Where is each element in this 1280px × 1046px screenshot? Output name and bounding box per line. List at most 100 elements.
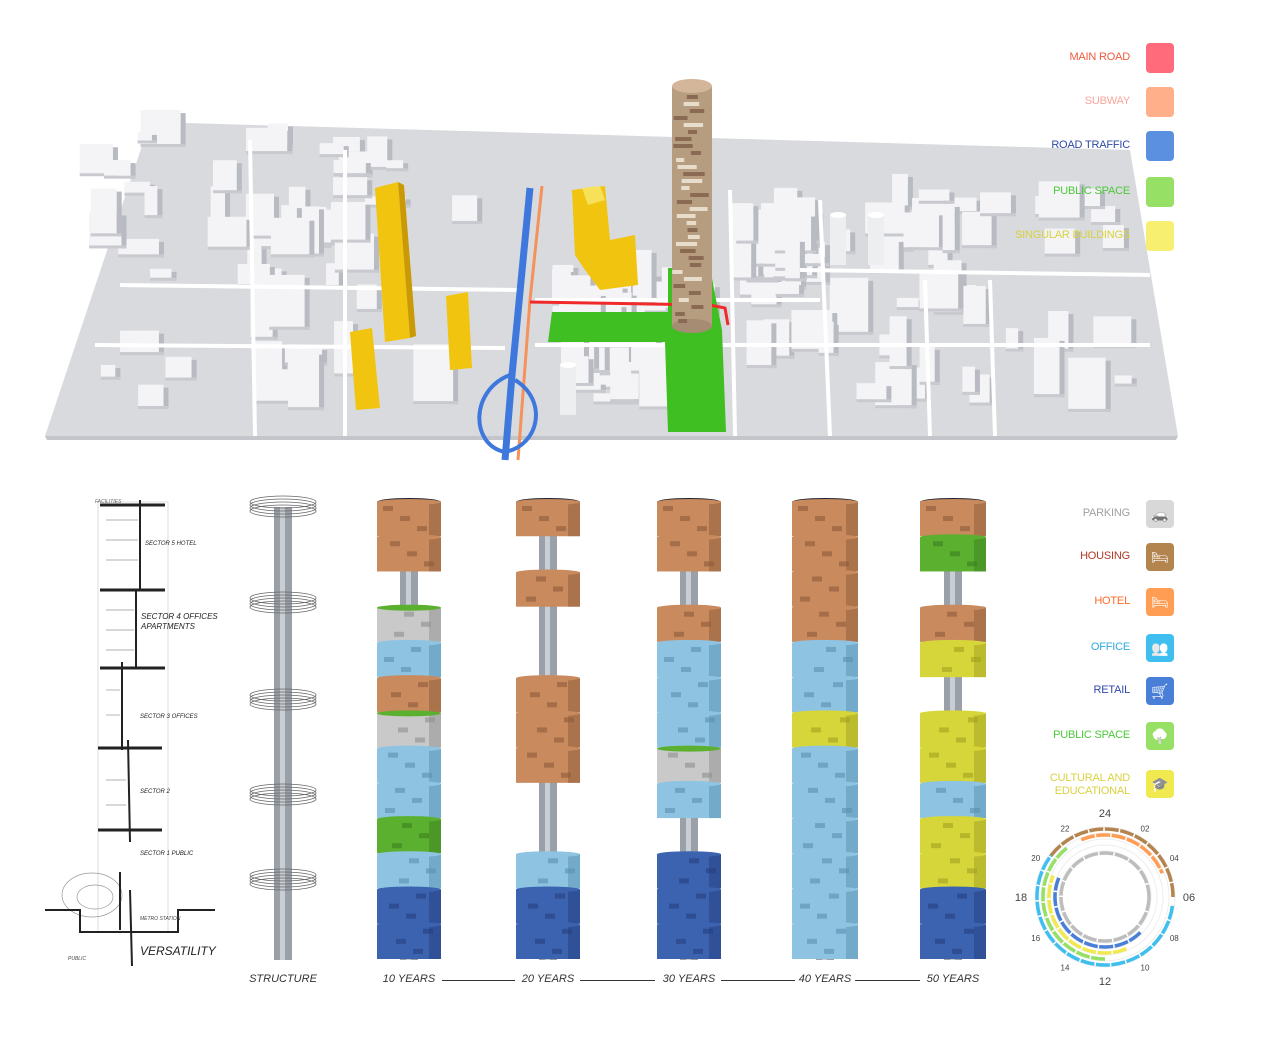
- city-building: [889, 316, 912, 370]
- tower-label: STRUCTURE: [249, 973, 317, 985]
- tower-50-years: [920, 498, 986, 960]
- city-building: [118, 238, 164, 258]
- tower-30-years: [657, 498, 721, 960]
- program-swatch-housing: 🛏: [1146, 543, 1174, 571]
- tower-facade-band: [676, 158, 685, 162]
- tower-facade-band: [688, 256, 704, 260]
- city-building: [165, 356, 197, 381]
- road-interchange: [477, 373, 538, 455]
- tower-segment-housing: [516, 499, 580, 537]
- tower-facade-band: [676, 214, 696, 218]
- tower-segment-cultural: [920, 851, 986, 889]
- tower-segment-office: [657, 675, 721, 713]
- tower-segment-office: [657, 710, 721, 748]
- tower-facade-band: [683, 172, 705, 176]
- bed-icon: 🛏: [1151, 548, 1169, 565]
- cylinder-building: [868, 212, 884, 265]
- city-building: [120, 330, 164, 356]
- structure-ring: [249, 792, 317, 806]
- city-building: [962, 366, 980, 395]
- handshake-icon: 👥: [1151, 639, 1169, 656]
- city-building: [150, 268, 177, 281]
- tower-facade-band: [677, 165, 697, 169]
- structure-ring: [249, 501, 317, 515]
- tower-segment-housing: [516, 710, 580, 748]
- tower-segment-office: [792, 921, 858, 959]
- city-building: [1005, 328, 1024, 352]
- timeline-connector: [855, 980, 920, 981]
- tower-segment-office: [792, 639, 858, 678]
- program-legend-label: CULTURAL AND EDUCATIONAL: [1049, 772, 1130, 797]
- tower-label: 30 YEARS: [662, 973, 716, 985]
- clock-ring-office: [1035, 854, 1175, 967]
- clock-hour-label: 04: [1170, 854, 1179, 863]
- program-legend-label: OFFICE: [1090, 641, 1130, 653]
- tower-segment-office: [657, 639, 721, 678]
- city-building: [903, 212, 944, 251]
- program-swatch-retail: 🛒: [1146, 677, 1174, 705]
- tower-segment-housing: [657, 534, 721, 572]
- section-sketch: SECTOR 5 HOTEL SECTOR 3 OFFICES SECTOR 2…: [45, 499, 217, 967]
- city-building: [452, 195, 483, 224]
- tower-facade-band: [683, 102, 700, 106]
- tower-segment-retail: [377, 886, 441, 924]
- structure-ring: [249, 874, 317, 888]
- tower-40-years: [792, 498, 858, 960]
- tower-label: 40 YEARS: [798, 973, 852, 985]
- tower-segment-office: [377, 639, 441, 678]
- structure-ring: [249, 597, 317, 611]
- tower-facade-band: [690, 193, 709, 197]
- tower-segment-office: [792, 816, 858, 854]
- city-building: [1102, 225, 1129, 252]
- structure-ring: [249, 504, 317, 518]
- tower-segment-office: [920, 780, 986, 819]
- map-legend-label: SUBWAY: [1084, 95, 1130, 107]
- tower-segment-housing: [516, 569, 580, 607]
- city-building: [413, 344, 459, 405]
- clock-ring-hotel: [1080, 833, 1164, 874]
- city-building: [367, 136, 393, 170]
- tower-facade-band: [690, 151, 701, 155]
- city-building: [288, 351, 325, 411]
- program-swatch-cultural: 🎓: [1146, 770, 1174, 798]
- tower-segment-cultural: [792, 710, 858, 748]
- city-building: [144, 186, 163, 219]
- sketch-facilities-label: FACILITIES: [95, 499, 122, 505]
- city-building: [100, 365, 121, 380]
- tower-segment-office: [377, 851, 441, 889]
- tower-segment-housing: [377, 534, 441, 572]
- legend-swatch-main-road: [1146, 43, 1174, 73]
- tower-segment-housing: [792, 569, 858, 607]
- clock-ring-public-space: [1041, 846, 1106, 961]
- structure-ring: [249, 694, 317, 708]
- tower-segment-retail: [516, 921, 580, 959]
- tower-segment-public-space: [377, 816, 441, 854]
- program-swatch-hotel: 🛏: [1146, 588, 1174, 616]
- program-swatch-office: 👥: [1146, 634, 1174, 662]
- tower-segment-housing: [657, 499, 721, 537]
- clock-hour-label: 16: [1031, 934, 1040, 943]
- tower-facade-band: [675, 312, 685, 316]
- tower-segment-office: [377, 780, 441, 819]
- city-building: [137, 131, 157, 144]
- clock-hour-label: 12: [1099, 976, 1111, 988]
- timeline-connector: [580, 980, 655, 981]
- tower-segment-housing: [792, 604, 858, 642]
- city-building: [787, 253, 830, 267]
- city-building: [90, 188, 122, 237]
- tower-segment-retail: [516, 886, 580, 924]
- cart-icon: 🛒: [1151, 682, 1169, 699]
- tower-segment-housing: [792, 534, 858, 572]
- legend-swatch-public-space: [1146, 177, 1174, 207]
- tower-facade-band: [687, 228, 698, 232]
- program-legend-label: HOTEL: [1094, 595, 1130, 607]
- city-building: [270, 217, 315, 258]
- city-building: [575, 356, 594, 386]
- map-legend-label: PUBLIC SPACE: [1053, 185, 1130, 197]
- structure-ring: [249, 591, 317, 605]
- tower-segment-office: [792, 780, 858, 819]
- tower-facade-band: [673, 284, 686, 288]
- tower-facade-band: [688, 130, 697, 134]
- tower-segment-retail: [377, 921, 441, 959]
